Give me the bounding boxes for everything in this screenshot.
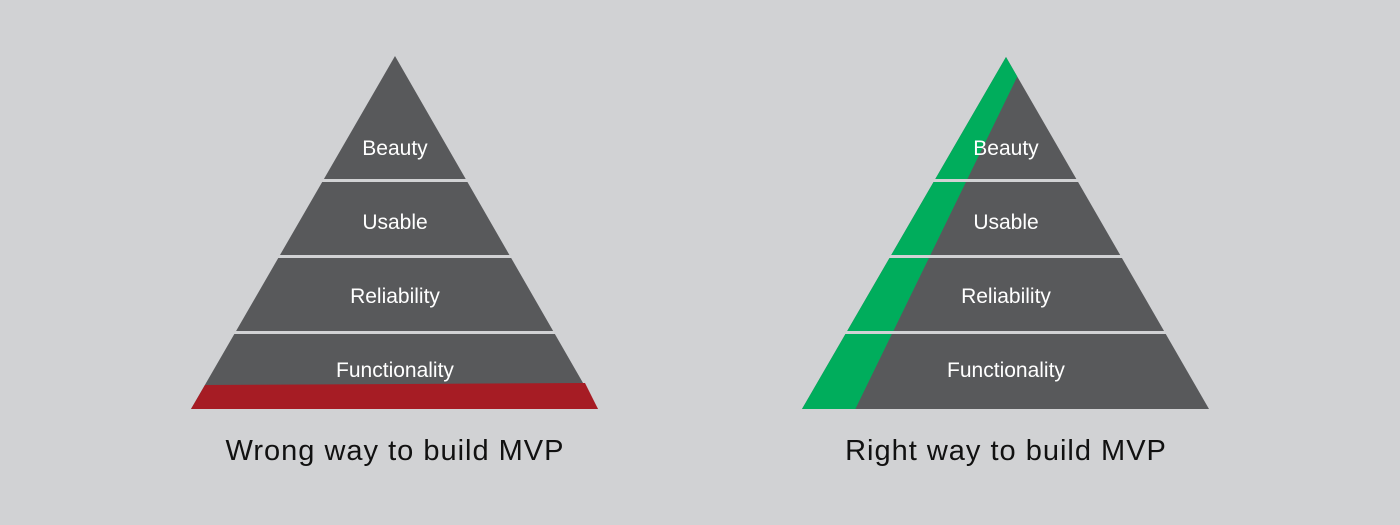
right-vertical-slice-band [802,57,1040,409]
right-layer-usable: Usable [973,211,1038,234]
left-layer-usable: Usable [362,211,427,234]
left-layer-functionality: Functionality [336,359,454,382]
left-pyramid-body [191,56,598,409]
right-layer-reliability: Reliability [961,285,1051,308]
right-layer-separators [810,179,1200,334]
right-layer-beauty: Beauty [973,137,1039,160]
left-layer-separators [200,179,590,334]
left-layer-beauty: Beauty [362,137,428,160]
right-caption: Right way to build MVP [845,435,1167,467]
right-layer-functionality: Functionality [947,359,1065,382]
wrong-way-pyramid: Beauty Usable Reliability Functionality … [191,56,598,467]
right-way-pyramid: Beauty Usable Reliability Functionality … [802,57,1209,467]
left-functionality-only-band [191,383,598,409]
left-layer-reliability: Reliability [350,285,440,308]
right-pyramid-body [802,57,1209,409]
left-caption: Wrong way to build MVP [226,435,565,467]
